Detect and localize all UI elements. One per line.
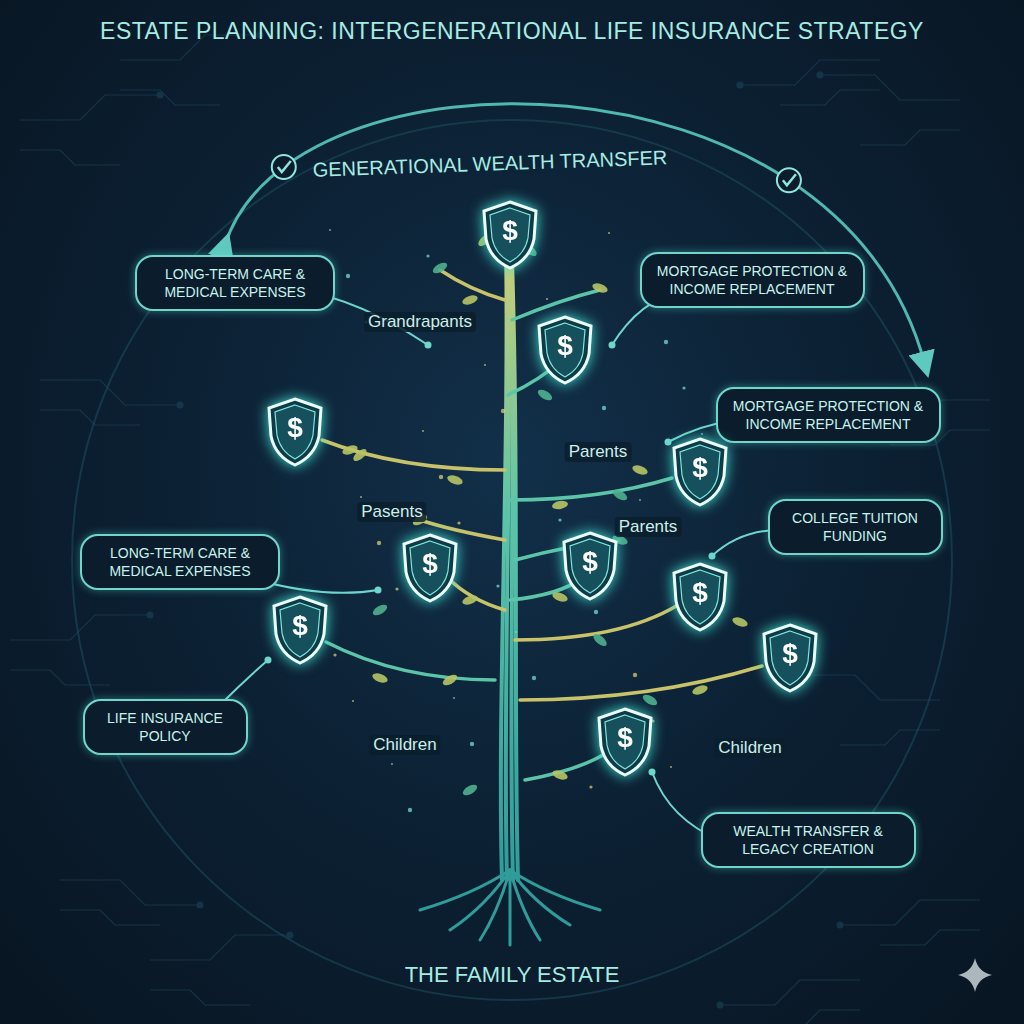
insurance-shield: $ (559, 530, 621, 602)
insurance-shield: $ (759, 622, 821, 694)
insurance-shield: $ (669, 436, 731, 508)
insurance-shield: $ (269, 594, 331, 666)
callout-text: LIFE INSURANCE POLICY (97, 709, 234, 745)
callout-box: LONG-TERM CARE & MEDICAL EXPENSES (80, 534, 280, 590)
circuit-pattern (10, 32, 990, 1024)
dollar-sign: $ (669, 436, 731, 500)
arc-label: GENERATIONAL WEALTH TRANSFER (308, 146, 671, 182)
check-icon (272, 155, 296, 179)
dollar-sign: $ (759, 622, 821, 686)
callout-text: COLLEGE TUITION FUNDING (782, 509, 929, 545)
dollar-sign: $ (269, 594, 331, 658)
family-tree (322, 215, 762, 945)
leaves (341, 232, 749, 798)
title: ESTATE PLANNING: INTERGENERATIONAL LIFE … (0, 18, 1024, 45)
check-icon (777, 168, 801, 192)
callout-box: LONG-TERM CARE & MEDICAL EXPENSES (135, 255, 335, 311)
dollar-sign: $ (479, 199, 541, 263)
callout-text: WEALTH TRANSFER & LEGACY CREATION (715, 822, 902, 858)
insurance-shield: $ (534, 314, 596, 386)
leader-lines (220, 290, 780, 840)
sparkles (329, 229, 703, 812)
generation-label: Pasents (357, 502, 426, 522)
generation-label: Parents (565, 442, 632, 462)
insurance-shield: $ (594, 706, 656, 778)
insurance-shield: $ (669, 561, 731, 633)
callout-text: LONG-TERM CARE & MEDICAL EXPENSES (94, 544, 266, 580)
dollar-sign: $ (264, 396, 326, 460)
callout-text: MORTGAGE PROTECTION & INCOME REPLACEMENT (654, 262, 851, 298)
callout-box: LIFE INSURANCE POLICY (83, 699, 248, 755)
generation-label: Children (714, 738, 785, 758)
footer-label: THE FAMILY ESTATE (401, 962, 624, 988)
dollar-sign: $ (559, 530, 621, 594)
callout-box: COLLEGE TUITION FUNDING (768, 499, 943, 555)
watermark-star (958, 958, 992, 992)
generation-label: Grandrapants (364, 312, 476, 332)
dollar-sign: $ (594, 706, 656, 770)
generation-label: Parents (615, 517, 682, 537)
callout-box: MORTGAGE PROTECTION & INCOME REPLACEMENT (716, 387, 941, 443)
generation-label: Children (369, 735, 440, 755)
dollar-sign: $ (669, 561, 731, 625)
callout-box: MORTGAGE PROTECTION & INCOME REPLACEMENT (640, 252, 865, 308)
insurance-shield: $ (264, 396, 326, 468)
dollar-sign: $ (534, 314, 596, 378)
insurance-shield: $ (399, 532, 461, 604)
callout-text: MORTGAGE PROTECTION & INCOME REPLACEMENT (730, 397, 927, 433)
callout-text: LONG-TERM CARE & MEDICAL EXPENSES (149, 265, 321, 301)
callout-box: WEALTH TRANSFER & LEGACY CREATION (701, 812, 916, 868)
insurance-shield: $ (479, 199, 541, 271)
dollar-sign: $ (399, 532, 461, 596)
halo-circle (72, 120, 952, 1000)
